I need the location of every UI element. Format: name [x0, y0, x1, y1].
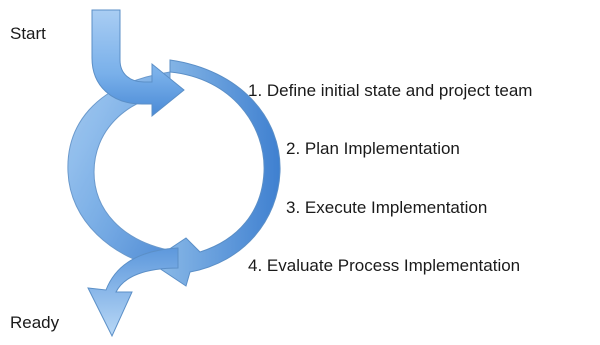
- step-3-label: 3. Execute Implementation: [286, 198, 488, 217]
- step-1-label: 1. Define initial state and project team: [248, 81, 533, 100]
- start-label: Start: [10, 24, 46, 43]
- step-2-label: 2. Plan Implementation: [286, 139, 460, 158]
- exit-arrow: [87, 247, 179, 338]
- cycle-right-band: [149, 59, 281, 287]
- step-4-label: 4. Evaluate Process Implementation: [248, 256, 521, 275]
- entry-arrow: [91, 9, 185, 118]
- ready-label: Ready: [10, 313, 60, 332]
